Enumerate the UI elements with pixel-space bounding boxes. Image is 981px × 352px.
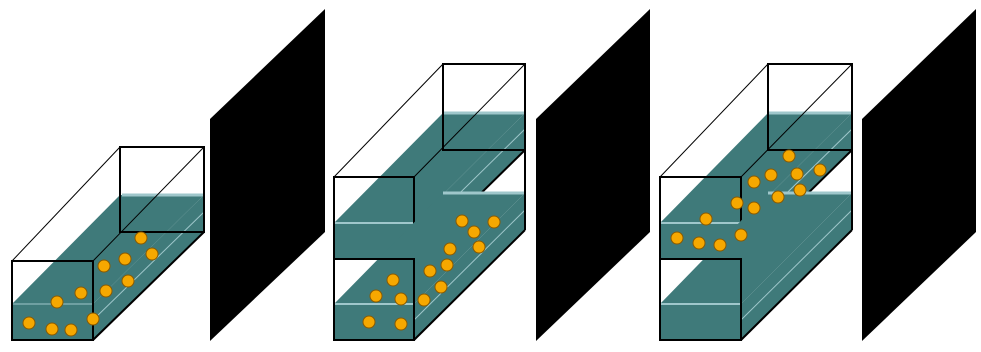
particle [394, 317, 408, 331]
particle [99, 284, 113, 298]
tank-back [767, 63, 853, 151]
particle [121, 274, 135, 288]
water-side [741, 193, 852, 340]
water-surface [334, 193, 525, 304]
particle [813, 163, 827, 177]
particle [467, 225, 481, 239]
particle [790, 167, 804, 181]
black-panel [862, 9, 976, 341]
water-surface [660, 193, 852, 304]
tank-edge [413, 63, 526, 178]
particle [730, 196, 744, 210]
tank-edge [92, 231, 205, 341]
particle [386, 273, 400, 287]
particle [45, 322, 59, 336]
black-panel [536, 9, 650, 341]
particle [394, 292, 408, 306]
particle [487, 215, 501, 229]
particle [692, 236, 706, 250]
particle [793, 183, 807, 197]
stage-1 [11, 9, 325, 341]
particle [74, 286, 88, 300]
particle [86, 312, 100, 326]
tank-edge [413, 229, 526, 341]
particle [362, 315, 376, 329]
tank-back [442, 63, 526, 151]
particle [747, 175, 761, 189]
tank-edge [11, 146, 121, 262]
particle [434, 280, 448, 294]
stage-3 [659, 9, 976, 341]
particle [764, 168, 778, 182]
particle [118, 252, 132, 266]
particle [472, 240, 486, 254]
particle [50, 295, 64, 309]
reflection-line [92, 211, 205, 321]
particle [443, 242, 457, 256]
particle [22, 316, 36, 330]
particle [423, 264, 437, 278]
particle [734, 228, 748, 242]
water-side [414, 193, 525, 340]
reflection-line [740, 209, 853, 321]
particles [670, 149, 827, 252]
tank-front [659, 258, 742, 341]
stage-2 [333, 9, 650, 341]
particle [747, 201, 761, 215]
tank-edge [92, 146, 205, 262]
water-front [660, 304, 741, 340]
particle [64, 323, 78, 337]
black-panel [210, 9, 325, 341]
particle [699, 212, 713, 226]
water-surface [12, 195, 204, 304]
particle [369, 289, 383, 303]
tank-edge [740, 229, 853, 341]
tank-front [11, 260, 94, 341]
tank-edge [659, 63, 769, 178]
particle [145, 247, 159, 261]
particle [97, 259, 111, 273]
tank-edge [740, 63, 853, 178]
particle [134, 231, 148, 245]
particle [713, 238, 727, 252]
tank-edge [333, 63, 444, 178]
tank-front [333, 258, 415, 341]
particle [771, 190, 785, 204]
particle [782, 149, 796, 163]
particle [417, 293, 431, 307]
water-surface [334, 113, 525, 223]
particles [22, 231, 159, 337]
reflection-line [413, 209, 526, 321]
water-surface [660, 113, 852, 223]
particles [362, 214, 501, 331]
particle [455, 214, 469, 228]
tank-back [119, 146, 205, 233]
particle [440, 258, 454, 272]
particle [670, 231, 684, 245]
